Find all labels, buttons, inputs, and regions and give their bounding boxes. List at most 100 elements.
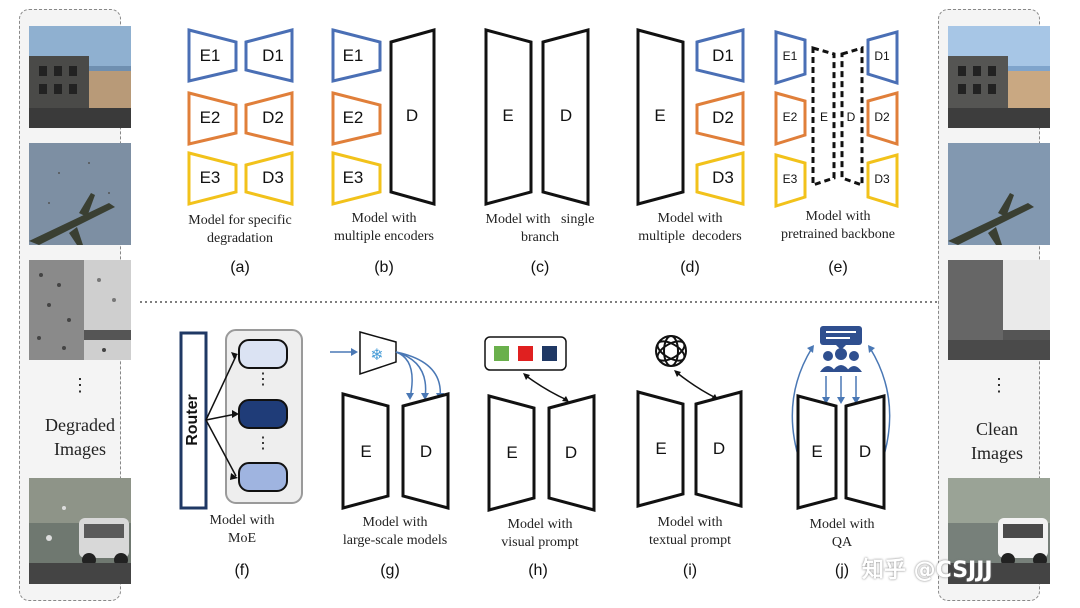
caption-c: Model with single branch — [470, 211, 610, 247]
clean-image-street — [948, 26, 1050, 128]
clean-label-line1: Clean — [976, 419, 1018, 439]
prompt-navy — [542, 346, 557, 361]
decoder-d2-a — [244, 91, 294, 146]
caption-g-line1: Model with — [362, 515, 428, 530]
svg-text:⋮: ⋮ — [255, 435, 271, 452]
degraded-label-line2: Images — [54, 439, 106, 459]
caption-j-line2: QA — [831, 535, 853, 550]
label-letter-b: (b) — [374, 259, 394, 276]
label-letter-e: (e) — [828, 259, 848, 276]
clean-image-building — [948, 260, 1050, 360]
encoder-e1-a — [187, 28, 238, 83]
label-d-g: D — [419, 442, 433, 461]
label-d2-a: D2 — [262, 108, 284, 127]
caption-f-line2: MoE — [228, 531, 256, 546]
label-d-b: D — [405, 106, 419, 125]
label-e-d: E — [654, 106, 666, 125]
label-e1-b: E1 — [342, 46, 364, 65]
encoder-e3-a — [187, 151, 238, 206]
caption-c-line1: Model with single — [485, 212, 595, 227]
label-d-j: D — [858, 442, 872, 461]
degraded-label-line1: Degraded — [45, 415, 115, 435]
caption-a-line1: Model for specific — [188, 213, 292, 228]
degraded-image-rain — [29, 260, 131, 360]
caption-h-line1: Model with — [507, 517, 573, 532]
label-e1-a: E1 — [199, 46, 221, 65]
diagram-b — [331, 28, 436, 206]
label-e-j: E — [811, 442, 823, 461]
encoder-e2-e — [774, 91, 807, 147]
caption-b-line2: multiple encoders — [334, 229, 434, 244]
encoder-e-j — [796, 394, 838, 510]
encoder-e-g — [341, 392, 390, 510]
encoder-e1-b — [331, 28, 382, 83]
decoder-d1-d — [695, 28, 745, 83]
snowflake-icon: ❄ — [370, 345, 383, 364]
clean-label-line2: Images — [971, 443, 1023, 463]
label-d-i: D — [712, 439, 726, 458]
diagram-a — [187, 28, 294, 206]
label-e2-e: E2 — [782, 110, 798, 124]
frozen-large-model — [359, 331, 397, 376]
caption-g: Model with large-scale models — [322, 514, 468, 550]
caption-b: Model with multiple encoders — [314, 210, 454, 246]
label-e3-a: E3 — [199, 168, 221, 187]
watermark: 知乎 @CSJJJ — [862, 558, 993, 583]
router-label: Router — [184, 394, 201, 446]
expert-1 — [238, 339, 288, 369]
encoder-e1-e — [774, 30, 807, 86]
caption-e-line2: pretrained backbone — [781, 227, 895, 242]
caption-e-line1: Model with — [805, 209, 871, 224]
label-e-h: E — [506, 443, 518, 462]
label-d-e: D — [846, 110, 856, 124]
svg-text:⋮: ⋮ — [255, 371, 271, 388]
diagram-h — [484, 336, 596, 512]
label-e-e: E — [819, 110, 828, 124]
label-d1-d: D1 — [712, 46, 734, 65]
label-d3-a: D3 — [262, 168, 284, 187]
diagram-f: ⋮ ⋮ — [179, 329, 303, 510]
label-letter-h: (h) — [528, 562, 548, 579]
router-box — [179, 331, 208, 510]
decoder-d1-e — [866, 30, 899, 86]
decoder-d-h — [547, 394, 596, 512]
diagram-j — [791, 326, 891, 510]
label-d3-e: D3 — [874, 172, 890, 186]
decoder-d-i — [694, 390, 743, 508]
caption-d-line1: Model with — [657, 211, 723, 226]
encoder-e3-b — [331, 151, 382, 206]
decoder-d2-d — [695, 91, 745, 146]
expert-3 — [238, 462, 288, 492]
prompt-green — [494, 346, 509, 361]
label-letter-c: (c) — [530, 259, 550, 276]
label-e3-b: E3 — [342, 168, 364, 187]
label-d1-e: D1 — [874, 49, 890, 63]
label-d2-e: D2 — [874, 110, 890, 124]
encoder-e-c — [484, 28, 533, 206]
caption-d: Model with multiple decoders — [620, 210, 760, 246]
encoder-e-d — [636, 28, 685, 206]
qa-people-icon — [820, 326, 862, 372]
caption-c-line2: branch — [520, 230, 560, 245]
encoder-e-h — [487, 394, 536, 512]
backbone-encoder-e — [811, 46, 836, 188]
decoder-d3-d — [695, 151, 745, 206]
caption-e: Model with pretrained backbone — [767, 208, 909, 244]
prompt-red — [518, 346, 533, 361]
clean-image-plane — [948, 143, 1050, 245]
openai-logo-icon — [655, 335, 687, 367]
label-letter-d: (d) — [680, 259, 700, 276]
caption-d-line2: multiple decoders — [638, 229, 742, 244]
caption-j: Model with QA — [772, 516, 912, 552]
label-d1-a: D1 — [262, 46, 284, 65]
degraded-image-car — [29, 478, 131, 584]
label-e2-b: E2 — [342, 108, 364, 127]
label-e-g: E — [360, 442, 372, 461]
encoder-e-i — [636, 390, 685, 508]
label-d-h: D — [564, 443, 578, 462]
caption-a-line2: degradation — [206, 231, 274, 246]
label-e1-e: E1 — [782, 49, 798, 63]
diagram-d — [636, 28, 745, 206]
decoder-d3-e — [866, 153, 899, 209]
